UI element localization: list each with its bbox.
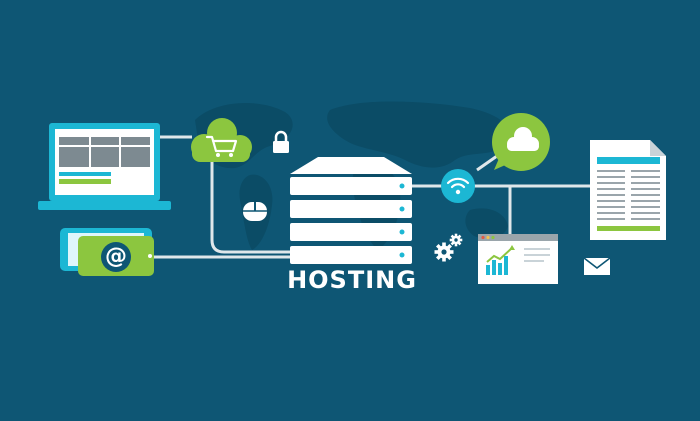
padlock-icon [273,130,289,153]
analytics-window-icon [478,234,558,284]
email-at-symbol: @ [105,244,127,269]
gears-icon [434,233,463,262]
cloud-shopping-cart-icon [191,118,252,162]
wifi-icon [441,169,475,203]
mouse-icon [243,202,267,221]
document-icon [590,140,666,240]
hosting-title: HOSTING [287,266,417,294]
laptop-icon [38,123,171,210]
server-stack-icon [290,157,412,264]
mobile-devices-icon [60,228,154,276]
envelope-icon [583,257,611,275]
connection-lines [150,135,590,259]
cloud-speech-bubble-icon [492,113,550,171]
